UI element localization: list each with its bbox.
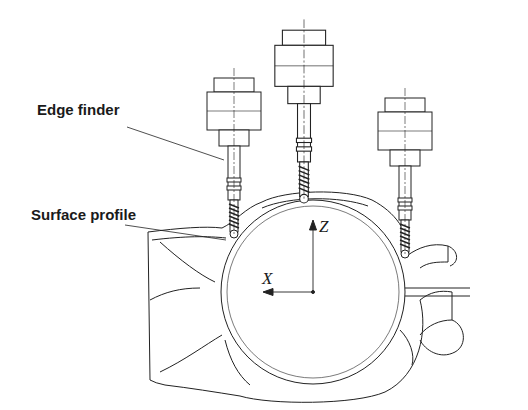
axis-label: Z: [319, 218, 328, 235]
axis-label: X: [262, 270, 272, 287]
callout-label: Edge finder: [37, 102, 120, 117]
callout-label: Surface profile: [31, 207, 136, 222]
